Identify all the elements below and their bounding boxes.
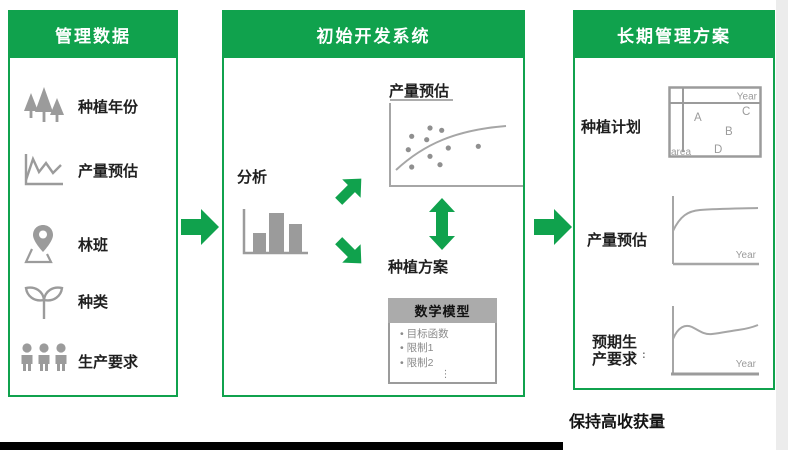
colon-mark: : — [642, 349, 646, 361]
arrow-down-right-icon — [330, 232, 370, 272]
list-item-species: 种类 — [20, 279, 108, 323]
arrow-right-icon — [181, 206, 219, 248]
panel-title-initial-development-system: 初始开发系统 — [222, 10, 525, 58]
table-area-label: area — [671, 147, 691, 158]
model-bullet-objective: 目标函数 — [400, 327, 491, 342]
yield-curve-chart: Year — [668, 194, 762, 270]
panel-body-long-term-plan: 种植计划 Year area A C B D 产量预估 — [573, 58, 775, 390]
table-cell-a: A — [694, 112, 702, 124]
sprout-icon — [20, 281, 68, 321]
people-icon — [20, 342, 68, 380]
scatter-chart — [384, 102, 526, 197]
panel-long-term-plan: 长期管理方案 种植计划 Year area A C B D 产量预估 — [573, 10, 775, 390]
right-edge-strip — [776, 0, 788, 450]
planting-plan-label: 种植方案 — [388, 259, 449, 276]
math-model-body: 目标函数 限制1 限制2 ⋮ — [388, 322, 497, 384]
yield-chart-year-label: Year — [736, 250, 757, 261]
math-model-box: 数学模型 目标函数 限制1 限制2 ⋮ — [388, 298, 497, 384]
list-item-label: 产量预估 — [78, 162, 139, 180]
list-item-label: 林班 — [78, 236, 109, 254]
demand-chart-year-label: Year — [736, 359, 757, 370]
schedule-table-chart: Year area A C B D — [668, 86, 762, 158]
arrow-up-down-icon — [428, 198, 456, 250]
expected-demand-label: 预期生 产要求 — [592, 334, 637, 368]
panel-body-initial-development-system: 分析 产量预估 — [222, 58, 525, 397]
trees-icon — [20, 85, 68, 127]
arrow-up-right-icon — [330, 170, 370, 210]
panel-management-data: 管理数据 种植年份 产 — [8, 10, 178, 397]
list-item-production-demand: 生产要求 — [20, 339, 138, 383]
planting-schedule-label: 种植计划 — [581, 119, 642, 136]
footnote-maintain-high-yield: 保持高收获量 — [569, 414, 666, 431]
model-ellipsis: ⋮ — [440, 369, 451, 380]
panel-title-management-data: 管理数据 — [8, 10, 178, 58]
table-cell-b: B — [725, 126, 733, 138]
list-item-forest-block: 林班 — [20, 222, 108, 266]
arrow-right-icon — [534, 206, 572, 248]
table-year-label: Year — [737, 92, 758, 103]
model-bullet-constraint-2: 限制2 — [400, 356, 491, 371]
model-bullet-constraint-1: 限制1 — [400, 341, 491, 356]
label-underline — [390, 99, 453, 101]
map-pin-icon — [20, 223, 68, 265]
yield-forecast-label-right: 产量预估 — [587, 232, 648, 249]
list-item-planting-year: 种植年份 — [20, 84, 138, 128]
yield-forecast-label: 产量预估 — [389, 83, 450, 100]
demand-curve-chart: Year — [668, 304, 762, 380]
panel-initial-development-system: 初始开发系统 分析 产量预估 — [222, 10, 525, 397]
list-item-label: 种植年份 — [78, 98, 139, 116]
list-item-label: 生产要求 — [78, 353, 139, 371]
expected-demand-line1: 预期生 — [592, 334, 638, 351]
line-chart-icon — [20, 151, 68, 189]
list-item-yield-forecast: 产量预估 — [20, 148, 138, 192]
panel-title-long-term-plan: 长期管理方案 — [573, 10, 775, 58]
panel-body-management-data: 种植年份 产量预估 — [8, 58, 178, 397]
table-cell-d: D — [714, 144, 722, 156]
bar-chart — [240, 205, 312, 260]
bottom-black-bar — [0, 442, 563, 450]
analysis-label: 分析 — [237, 169, 268, 186]
expected-demand-line2: 产要求 — [592, 351, 638, 368]
math-model-title: 数学模型 — [388, 298, 497, 323]
list-item-label: 种类 — [78, 293, 109, 311]
table-cell-c: C — [742, 106, 750, 118]
